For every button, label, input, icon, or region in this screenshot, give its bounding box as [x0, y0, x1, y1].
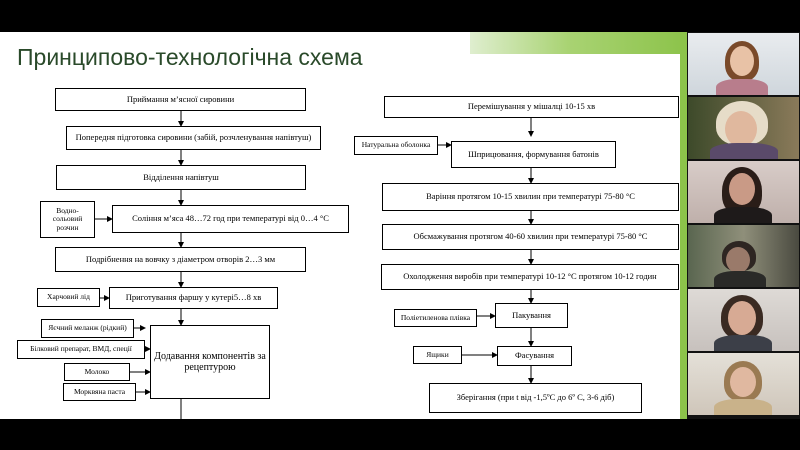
participant-video-6[interactable]: [688, 353, 799, 415]
step-storage: Зберігання (при t від -1,5ºС до 6º С, 3-…: [429, 383, 642, 413]
step-packing: Пакування: [495, 303, 568, 328]
input-natural-casing: Натуральна оболонка: [354, 136, 438, 155]
participant-video-2[interactable]: [688, 97, 799, 159]
step-stuffing: Шприцювання, формування батонів: [451, 141, 616, 168]
input-brine: Водно-сольовий розчин: [40, 201, 95, 238]
slide-accent-edge: [680, 32, 687, 419]
slide-title: Принципово-технологічна схема: [17, 44, 363, 70]
step-separation: Відділення напівтуш: [56, 165, 306, 190]
step-receiving: Приймання м’ясної сировини: [55, 88, 306, 111]
input-protein-spices: Білковий препарат, ВМД, спеції: [17, 340, 145, 359]
step-cooling: Охолодження виробів при температурі 10-1…: [381, 264, 679, 290]
step-portioning: Фасування: [497, 346, 572, 366]
input-polyethylene-film: Поліетиленова плівка: [394, 309, 477, 327]
step-salting: Соління м’яса 48…72 год при температурі …: [112, 205, 349, 233]
input-carrot-paste: Морквяна паста: [63, 383, 136, 401]
participant-video-4[interactable]: [688, 225, 799, 287]
slide-accent-bar: [470, 32, 687, 54]
flow-arrows: [95, 111, 534, 419]
step-adding-components: Додавання компонентів за рецептурою: [150, 325, 270, 399]
participant-gallery: [687, 32, 800, 419]
input-milk: Молоко: [64, 363, 130, 381]
step-frying: Обсмажування протягом 40-60 хвилин при т…: [382, 224, 679, 250]
participant-video-3[interactable]: [688, 161, 799, 223]
shared-slide: Принципово-технологічна схема: [0, 32, 687, 419]
step-mixing: Перемішування у мішалці 10-15 хв: [384, 96, 679, 118]
input-egg-melange: Яєчний меланж (рідкий): [41, 319, 134, 338]
step-pre-processing: Попередня підготовка сировини (забій, ро…: [66, 126, 321, 150]
input-ice: Харчовий лід: [37, 288, 100, 307]
input-boxes: Ящики: [413, 346, 462, 364]
participant-video-1[interactable]: [688, 33, 799, 95]
step-boiling: Варіння протягом 10-15 хвилин при темпер…: [382, 183, 679, 211]
step-mincing: Приготування фаршу у кутері5…8 хв: [109, 287, 278, 309]
participant-video-5[interactable]: [688, 289, 799, 351]
step-grinding: Подрібнення на вовчку з діаметром отворі…: [55, 247, 306, 272]
